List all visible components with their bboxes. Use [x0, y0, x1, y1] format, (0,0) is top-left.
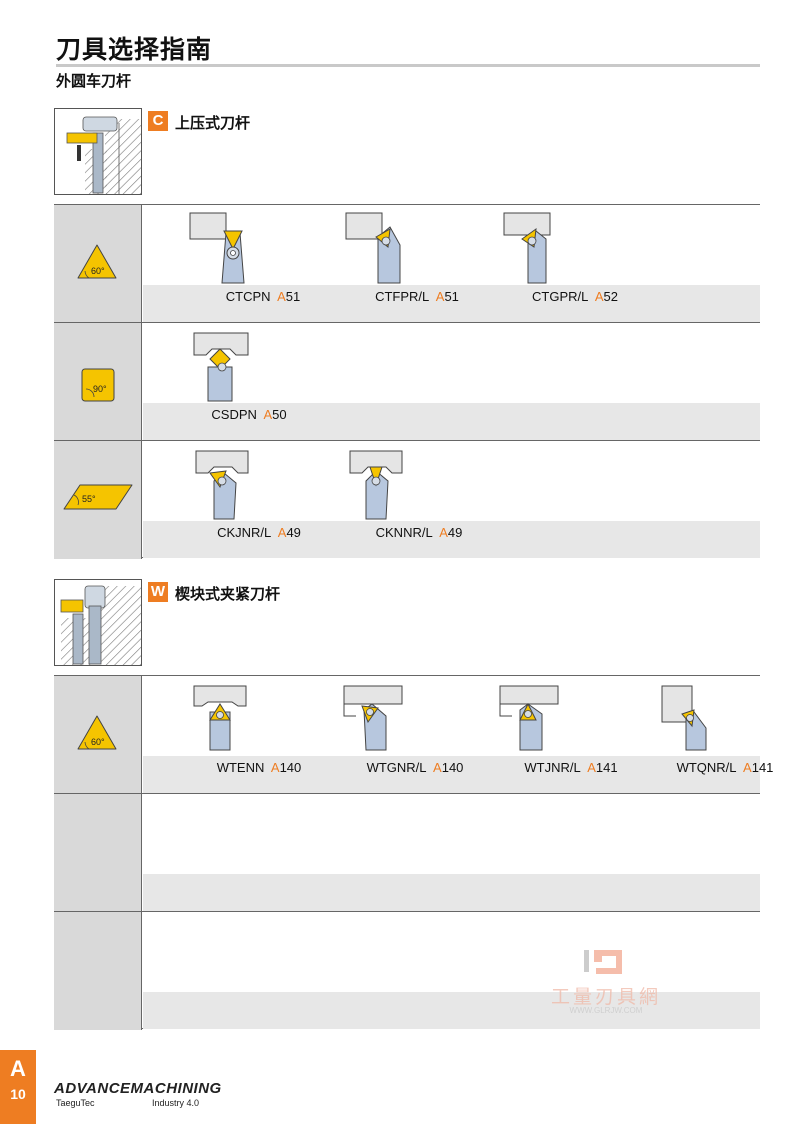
tool-item[interactable]: CKNNR/L A49: [344, 441, 494, 559]
square-insert-icon: 90°: [81, 368, 115, 402]
group-c-90deg: 90° CSDPN A50: [54, 322, 760, 441]
tool-item[interactable]: CTFPR/L A51: [342, 205, 492, 323]
tool-code: WTQNR/L: [676, 760, 737, 775]
holder-wtqnr-illustration: [661, 685, 707, 751]
page-ref-letter: A: [277, 289, 286, 304]
page-ref-number: 141: [751, 760, 774, 775]
title-divider: [56, 64, 760, 67]
tool-code: CKNNR/L: [375, 525, 433, 540]
section-title: 楔块式夹紧刀杆: [175, 586, 281, 603]
angle-label: 55°: [82, 494, 96, 504]
page-ref-letter: A: [435, 289, 445, 304]
watermark: 工量刃具網 WWW.GLRJW.COM: [536, 946, 676, 1016]
page-subtitle: 外圆车刀杆: [56, 73, 132, 90]
section-badge: W: [148, 582, 168, 602]
label-band: [143, 521, 760, 558]
tool-code: WTGNR/L: [366, 760, 427, 775]
page-ref-letter: A: [743, 760, 752, 775]
page-ref-letter: A: [433, 760, 442, 775]
label-band: [143, 874, 760, 911]
page-ref-number: 140: [441, 760, 464, 775]
chapter-letter: A: [10, 1056, 26, 1081]
page-ref-number: 49: [447, 525, 463, 540]
holder-ctcpn-illustration: [189, 212, 245, 284]
page-ref-letter: A: [270, 760, 280, 775]
page-ref-number: 49: [286, 525, 301, 540]
holder-wtjnr-illustration: [499, 685, 559, 751]
group-c-55deg: 55° CKJNR/L A49 CKNNR/L A49: [54, 440, 760, 559]
tool-code: WTENN: [216, 760, 265, 775]
page-number: 10: [10, 1086, 26, 1102]
page-ref-letter: A: [587, 760, 596, 775]
label-band: [143, 403, 760, 440]
page-ref-letter: A: [277, 525, 287, 540]
page-ref-letter: A: [263, 407, 273, 422]
brand-logo: ADVANCEMACHINING TaeguTec Industry 4.0: [54, 1076, 224, 1116]
angle-label: 60°: [91, 266, 105, 276]
tool-code: CSDPN: [211, 407, 257, 422]
section-c-header: C 上压式刀杆: [54, 108, 760, 195]
holder-cknnr-illustration: [349, 450, 403, 520]
tool-code: CTGPR/L: [532, 289, 589, 304]
page-ref-letter: A: [594, 289, 604, 304]
tool-code: CTCPN: [225, 289, 271, 304]
holder-csdpn-illustration: [193, 332, 249, 402]
triangle-insert-icon: 60°: [77, 715, 117, 750]
label-band: [143, 285, 760, 322]
page-ref-number: 141: [595, 760, 618, 775]
page-title: 刀具选择指南: [56, 36, 213, 64]
tool-item[interactable]: CSDPN A50: [174, 323, 324, 441]
page-ref-number: 140: [279, 760, 302, 775]
insert-shape-cell: 90°: [54, 323, 142, 441]
holder-ctgpr-illustration: [503, 212, 551, 284]
tool-item[interactable]: WTJNR/L A141: [496, 676, 646, 794]
angle-label: 60°: [91, 737, 105, 747]
insert-shape-cell: 55°: [54, 441, 142, 559]
holder-wtgnr-illustration: [343, 685, 403, 751]
watermark-logo-icon: [584, 950, 622, 974]
section-badge: C: [148, 111, 168, 131]
page-ref-number: 52: [603, 289, 618, 304]
insert-shape-cell: [54, 912, 142, 1030]
group-empty: [54, 793, 760, 912]
angle-label: 90°: [93, 384, 107, 394]
tool-item[interactable]: WTGNR/L A140: [340, 676, 490, 794]
group-c-60deg: 60° CTCPN A51 CTFPR/L A51: [54, 204, 760, 323]
page-ref-number: 51: [285, 289, 301, 304]
chapter-tab: A 10: [0, 1050, 36, 1124]
label-band: [143, 992, 760, 1029]
insert-shape-cell: [54, 794, 142, 912]
group-w-60deg: 60° WTENN A140 WTGNR/L A140 W: [54, 675, 773, 794]
brand-tagline: Industry 4.0: [152, 1098, 200, 1108]
wedge-clamp-illustration: [54, 579, 142, 666]
tool-code: CKJNR/L: [217, 525, 272, 540]
brand-name: ADVANCEMACHINING: [54, 1080, 222, 1097]
watermark-text: 工量刃具網: [550, 987, 661, 1008]
holder-ctfpr-illustration: [345, 212, 401, 284]
tool-item[interactable]: WTENN A140: [184, 676, 334, 794]
tool-code: CTFPR/L: [375, 289, 430, 304]
tool-item[interactable]: WTQNR/L A141: [650, 676, 800, 794]
section-w-header: W 楔块式夹紧刀杆: [54, 579, 760, 666]
tool-item[interactable]: CTCPN A51: [188, 205, 338, 323]
page-ref-number: 51: [444, 289, 459, 304]
section-title: 上压式刀杆: [175, 115, 251, 132]
brand-company: TaeguTec: [56, 1098, 95, 1108]
insert-shape-cell: 60°: [54, 676, 142, 794]
triangle-insert-icon: 60°: [77, 244, 117, 279]
tool-item[interactable]: CTGPR/L A52: [500, 205, 650, 323]
insert-shape-cell: 60°: [54, 205, 142, 323]
rhombus-insert-icon: 55°: [63, 484, 133, 510]
page-ref-letter: A: [439, 525, 448, 540]
holder-ckjnr-illustration: [195, 450, 249, 520]
top-clamp-illustration: [54, 108, 142, 195]
label-band: [143, 756, 760, 793]
tool-code: WTJNR/L: [524, 760, 581, 775]
page-ref-number: 50: [272, 407, 287, 422]
holder-wtenn-illustration: [193, 685, 247, 751]
watermark-url: WWW.GLRJW.COM: [569, 1006, 643, 1015]
tool-item[interactable]: CKJNR/L A49: [184, 441, 334, 559]
group-empty: [54, 911, 760, 1030]
